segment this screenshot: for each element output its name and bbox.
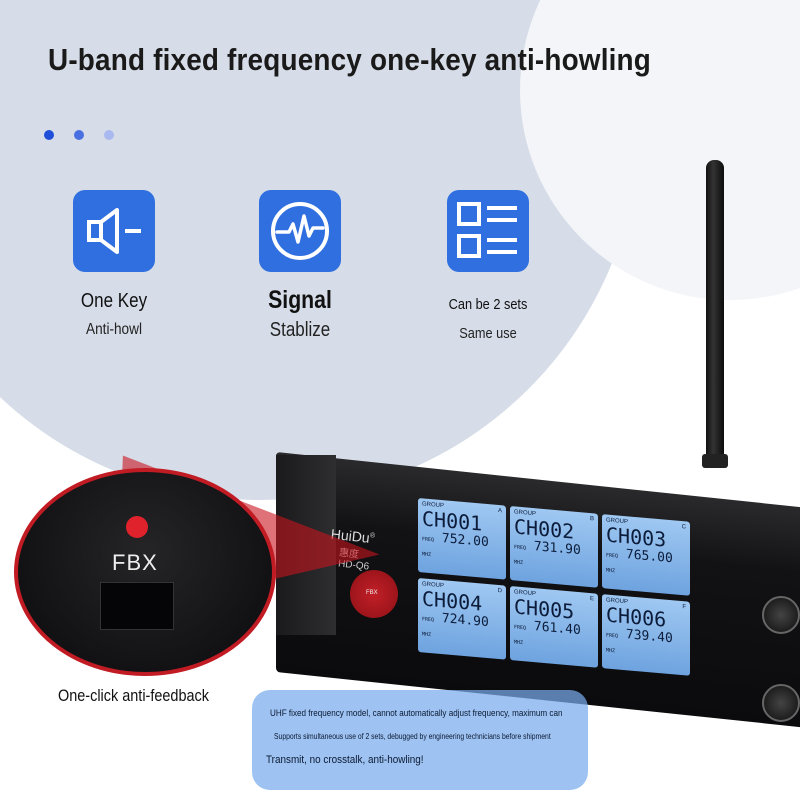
volume-knob[interactable] (762, 684, 800, 722)
speaker-mute-icon (73, 190, 155, 272)
group-letter: A (497, 507, 502, 515)
info-line: Transmit, no crosstalk, anti-howling! (266, 754, 424, 766)
freq-label: FREQ (606, 632, 619, 640)
fbx-button-label: FBX (366, 590, 378, 596)
pagination-dots (44, 130, 114, 140)
feature-title: One Key (80, 290, 148, 312)
feature-subtitle: Same use (459, 325, 517, 342)
fbx-zoom-callout: FBX (14, 468, 276, 676)
volume-knob[interactable] (762, 596, 800, 634)
fbx-button-zoomed (100, 582, 174, 630)
freq-label: FREQ (514, 624, 527, 632)
group-letter: B (589, 516, 594, 523)
frequency-value: 752.00 (441, 531, 489, 551)
mhz-label: MHZ (606, 567, 616, 575)
mhz-label: MHZ (422, 631, 432, 639)
zoom-caption: One-click anti-feedback (58, 686, 209, 705)
mhz-label: MHZ (514, 559, 524, 567)
frequency-value: 724.90 (441, 611, 489, 631)
frequency-value: 765.00 (625, 547, 673, 567)
feature-subtitle: Anti-howl (86, 321, 142, 338)
feature-title: Signal (268, 286, 332, 314)
fbx-button[interactable]: FBX (350, 570, 398, 618)
info-panel: UHF fixed frequency model, cannot automa… (252, 690, 588, 790)
pagination-dot[interactable] (44, 130, 54, 140)
indicator-led (126, 516, 148, 538)
feature-one-key: One Key Anti-howl (34, 190, 194, 339)
page-title: U-band fixed frequency one-key anti-howl… (48, 42, 651, 77)
mhz-label: MHZ (422, 551, 432, 559)
list-icon (447, 190, 529, 272)
frequency-value: 761.40 (533, 619, 581, 639)
freq-label: FREQ (606, 552, 619, 560)
group-letter: F (682, 604, 686, 611)
waveform-icon (259, 190, 341, 272)
feature-title: Can be 2 sets (448, 296, 528, 313)
freq-label: FREQ (422, 536, 435, 544)
frequency-value: 739.40 (625, 627, 673, 647)
mhz-label: MHZ (606, 647, 616, 655)
frequency-value: 731.90 (533, 539, 581, 559)
freq-label: FREQ (514, 544, 527, 552)
fbx-label: FBX (112, 550, 158, 575)
pagination-dot[interactable] (104, 130, 114, 140)
info-line: Supports simultaneous use of 2 sets, deb… (274, 732, 551, 741)
mhz-label: MHZ (514, 639, 524, 647)
antenna (702, 160, 728, 468)
info-line: UHF fixed frequency model, cannot automa… (270, 708, 563, 718)
group-letter: E (589, 596, 594, 603)
feature-signal: Signal Stablize (220, 190, 380, 342)
group-letter: C (681, 524, 686, 531)
group-letter: D (497, 587, 502, 595)
pagination-dot[interactable] (74, 130, 84, 140)
freq-label: FREQ (422, 616, 435, 624)
feature-two-sets: Can be 2 sets Same use (408, 190, 568, 342)
feature-subtitle: Stablize (269, 319, 331, 341)
rack-ear (276, 455, 336, 635)
